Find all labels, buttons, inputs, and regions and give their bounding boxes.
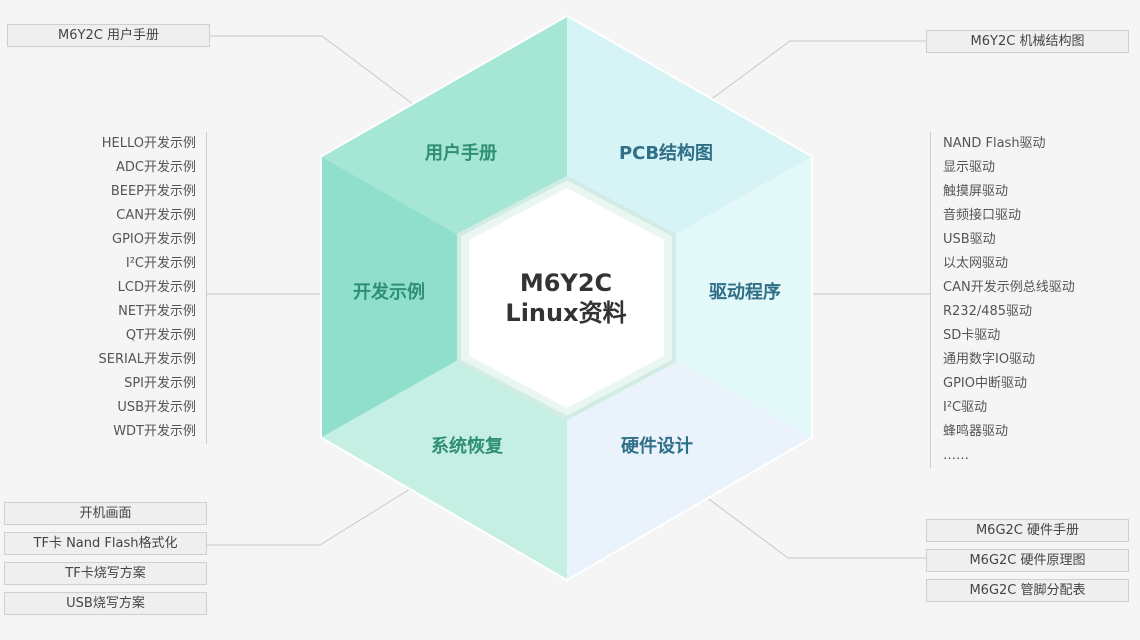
list-item[interactable]: ADC开发示例 [116,160,196,175]
center-title-line1: M6Y2C [519,269,613,297]
callout-pcb[interactable]: M6Y2C 机械结构图 [926,30,1129,53]
list-item[interactable]: NET开发示例 [118,304,196,319]
list-item[interactable]: 触摸屏驱动 [943,184,1009,199]
hardware-item-pinout[interactable]: M6G2C 管脚分配表 [926,579,1129,602]
segment-driver-label[interactable]: 驱动程序 [709,282,781,303]
list-item[interactable]: WDT开发示例 [113,424,196,439]
list-item[interactable]: I²C开发示例 [125,256,196,271]
connector-hardware [701,493,926,559]
list-item[interactable]: CAN开发示例总线驱动 [943,280,1075,295]
inner-hexagon [469,188,664,408]
list-item: …… [943,448,969,463]
segment-recovery-shape [322,356,567,579]
list-item[interactable]: R232/485驱动 [943,304,1033,319]
connector-manual [210,35,419,109]
segment-driver-shape [667,157,811,437]
list-item[interactable]: HELLO开发示例 [101,136,196,151]
segment-manual-label[interactable]: 用户手册 [425,143,497,164]
recovery-item-format[interactable]: TF卡 Nand Flash格式化 [4,532,207,555]
list-item[interactable]: SPI开发示例 [124,376,196,391]
list-item[interactable]: GPIO中断驱动 [943,376,1027,391]
callout-manual[interactable]: M6Y2C 用户手册 [7,24,210,47]
segment-hardware-shape [567,356,811,579]
recovery-item-boot-screen[interactable]: 开机画面 [4,502,207,525]
connector-recovery [207,483,419,546]
segment-pcb-shape [567,17,811,239]
list-item[interactable]: 通用数字IO驱动 [943,352,1036,367]
segment-examples-shape [322,157,465,437]
list-item[interactable]: 显示驱动 [943,160,996,175]
center-title-line2: Linux资料 [505,299,627,327]
list-item[interactable]: NAND Flash驱动 [943,136,1046,151]
list-item[interactable]: BEEP开发示例 [110,184,196,199]
list-item[interactable]: SD卡驱动 [943,328,1001,343]
list-item[interactable]: QT开发示例 [125,328,196,343]
connector-pcb [701,40,926,107]
list-item[interactable]: I²C驱动 [943,400,988,415]
segment-hardware-label[interactable]: 硬件设计 [621,436,693,457]
list-item[interactable]: USB驱动 [943,232,996,247]
list-item[interactable]: USB开发示例 [117,400,196,415]
segment-examples-label[interactable]: 开发示例 [353,282,425,303]
examples-list: HELLO开发示例 ADC开发示例 BEEP开发示例 CAN开发示例 GPIO开… [60,132,207,444]
list-item[interactable]: 蜂鸣器驱动 [943,424,1009,439]
list-item[interactable]: 音频接口驱动 [943,208,1022,223]
hardware-item-schematic[interactable]: M6G2C 硬件原理图 [926,549,1129,572]
segment-pcb-label[interactable]: PCB结构图 [618,143,714,164]
segment-manual-shape [322,17,567,239]
list-item[interactable]: GPIO开发示例 [112,232,196,247]
list-item[interactable]: SERIAL开发示例 [98,352,196,367]
hardware-item-manual[interactable]: M6G2C 硬件手册 [926,519,1129,542]
list-item[interactable]: CAN开发示例 [116,208,196,223]
driver-list: NAND Flash驱动 显示驱动 触摸屏驱动 音频接口驱动 USB驱动 以太网… [930,132,1123,468]
center-title: M6Y2C Linux资料 [505,268,626,328]
list-item[interactable]: 以太网驱动 [943,256,1009,271]
segment-recovery-label[interactable]: 系统恢复 [431,436,503,457]
recovery-item-usb-flash[interactable]: USB烧写方案 [4,592,207,615]
list-item[interactable]: LCD开发示例 [117,280,196,295]
recovery-item-tf-flash[interactable]: TF卡烧写方案 [4,562,207,585]
